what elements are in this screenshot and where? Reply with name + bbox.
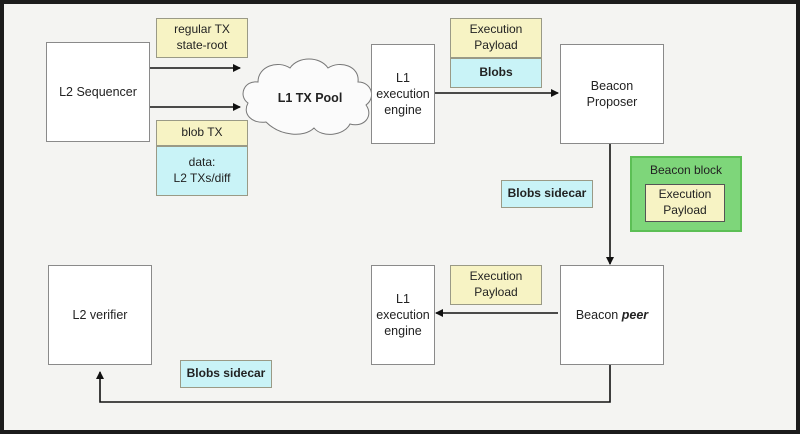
blob-tx-label: blob TX xyxy=(156,120,248,146)
l1-tx-pool-label: L1 TX Pool xyxy=(277,90,343,105)
blobs-sidecar-right-label: Blobs sidecar xyxy=(501,180,593,208)
beacon-peer-label: Beacon xyxy=(575,307,619,322)
beacon-peer-emphasis: peer xyxy=(621,307,649,322)
l1-execution-engine-top: L1 execution engine xyxy=(371,44,435,144)
blob-data-label: data: L2 TXs/diff xyxy=(156,146,248,196)
beacon-peer-box: Beacon peer xyxy=(560,265,664,365)
l2-verifier-box: L2 verifier xyxy=(48,265,152,365)
regular-tx-label: regular TX state-root xyxy=(156,18,248,58)
tx-pool-cloud xyxy=(242,58,373,135)
blobs-sidecar-bottom-label: Blobs sidecar xyxy=(180,360,272,388)
connectors-layer xyxy=(96,58,614,403)
diagram-canvas: L2 Sequencer L1 TX Pool L1 execution eng… xyxy=(4,4,796,430)
blobs-label: Blobs xyxy=(450,58,542,88)
beacon-block-execution-payload: Execution Payload xyxy=(645,184,725,222)
execution-payload-bottom-label: Execution Payload xyxy=(450,265,542,305)
beacon-block-title: Beacon block xyxy=(649,163,723,178)
beacon-block: Beacon block Execution Payload xyxy=(630,156,742,232)
l2-sequencer-box: L2 Sequencer xyxy=(46,42,150,142)
beacon-proposer-box: Beacon Proposer xyxy=(560,44,664,144)
execution-payload-top-label: Execution Payload xyxy=(450,18,542,58)
l1-execution-engine-bottom: L1 execution engine xyxy=(371,265,435,365)
arrow-peer-to-verifier xyxy=(96,365,611,403)
